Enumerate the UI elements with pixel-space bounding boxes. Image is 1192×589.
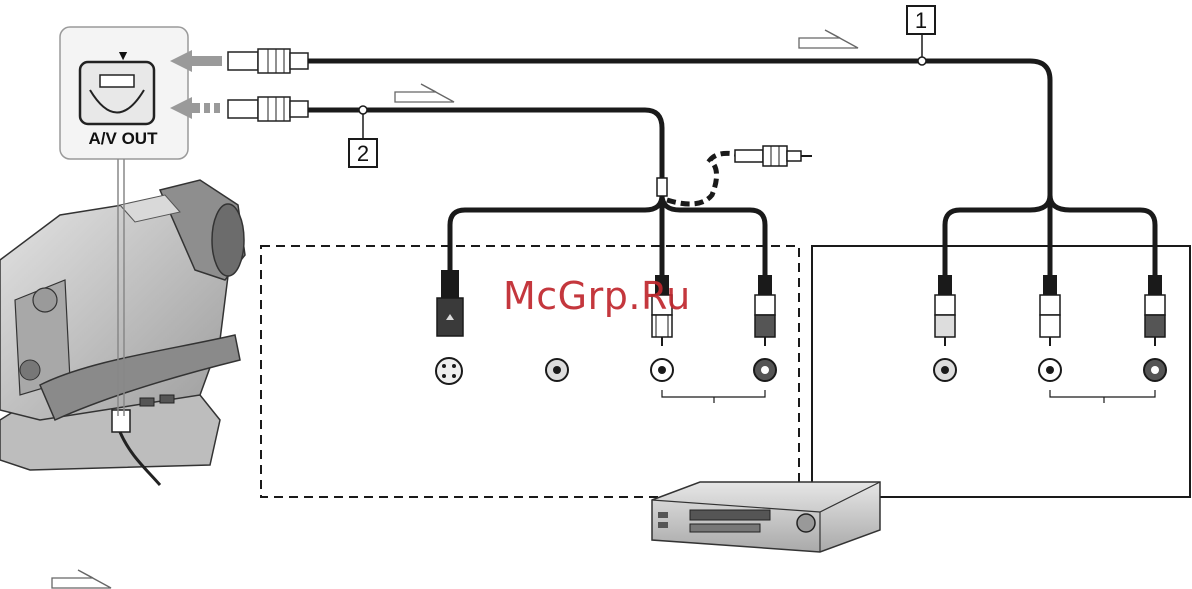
tv-input-panel	[812, 246, 1190, 497]
cable-2	[308, 110, 765, 275]
s-video-plug	[437, 270, 463, 336]
s-video-jack-icon	[436, 358, 462, 384]
spare-rca-plug	[735, 146, 812, 166]
av-out-label: A/V OUT	[89, 129, 159, 148]
rca-jack-icon	[546, 359, 776, 381]
watermark-text: McGrp.Ru	[503, 274, 691, 318]
cable-2-plug	[228, 97, 308, 121]
camcorder-illustration	[0, 180, 245, 485]
av-out-marker: ▼	[116, 47, 130, 63]
vcr-illustration	[652, 482, 880, 552]
callout-2: 2	[357, 141, 369, 166]
cable-1-plug	[228, 49, 308, 73]
vcr-audio-plug	[755, 275, 775, 346]
av-out-jack-icon	[112, 410, 130, 432]
tv-jacks	[934, 359, 1166, 381]
tv-rca-plugs	[935, 275, 1165, 346]
callout-1: 1	[915, 8, 927, 33]
